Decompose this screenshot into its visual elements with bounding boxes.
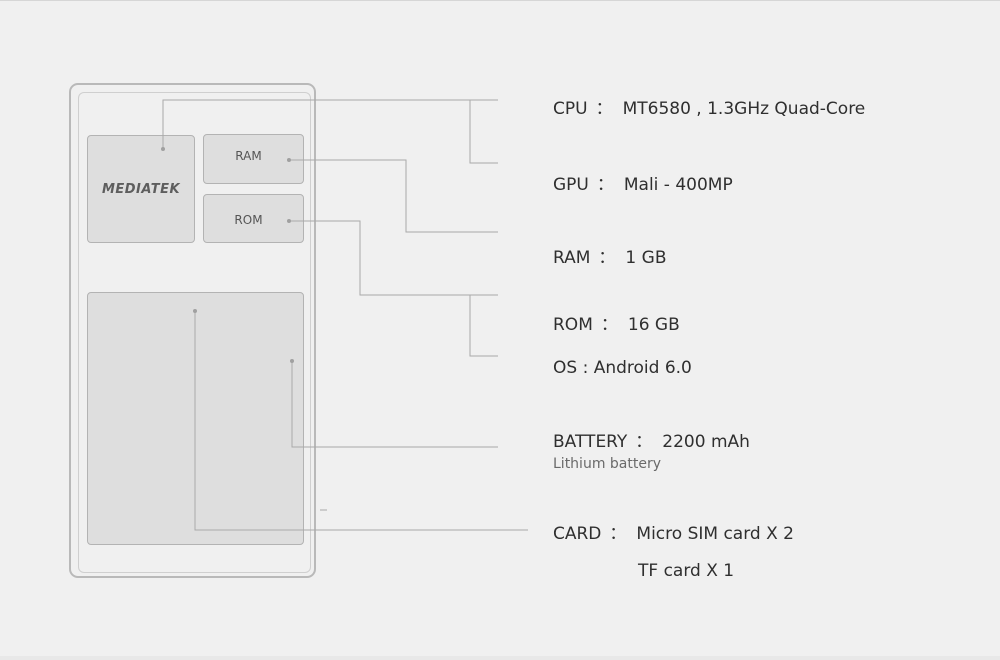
spec-gpu-value: Mali - 400MP — [623, 175, 733, 195]
spec-cpu-label: CPU — [553, 99, 588, 119]
rom-chip: ROM — [203, 194, 304, 243]
spec-ram-label: RAM — [553, 248, 591, 268]
card-connector — [194, 311, 528, 531]
spec-battery-label: BATTERY — [553, 432, 628, 452]
spec-rom-value: 16 GB — [627, 315, 680, 335]
soc-chip: MEDIATEK — [87, 135, 195, 243]
rom-dot — [287, 219, 291, 223]
rom-connector — [290, 220, 498, 296]
spec-os-text: OS : Android 6.0 — [553, 358, 692, 378]
spec-battery-note: Lithium battery — [553, 456, 662, 472]
cpu-dot — [161, 147, 165, 151]
battery-connector — [291, 361, 498, 448]
battery-dot — [290, 359, 294, 363]
spec-cpu: CPU ： MT6580 , 1.3GHz Quad-Core — [553, 94, 865, 119]
card-dot — [193, 309, 197, 313]
ram-chip-label: RAM — [235, 149, 262, 163]
spec-battery-sep: ： — [635, 432, 653, 452]
spec-card: CARD ： Micro SIM card X 2 — [553, 519, 794, 544]
bottom-border — [0, 656, 1000, 660]
spec-card-line2: TF card X 1 — [638, 561, 735, 581]
cpu-connector — [162, 99, 498, 148]
spec-battery: BATTERY ： 2200 mAh — [553, 427, 750, 452]
spec-rom: ROM ： 16 GB — [553, 310, 680, 335]
ram-chip: RAM — [203, 134, 304, 184]
mediatek-logo: MEDIATEK — [101, 181, 181, 197]
spec-rom-sep: ： — [600, 315, 618, 335]
os-connector — [469, 295, 498, 357]
spec-battery-value: 2200 mAh — [662, 432, 750, 452]
spec-cpu-sep: ： — [595, 99, 613, 119]
spec-ram-value: 1 GB — [625, 248, 667, 268]
spec-cpu-value: MT6580 , 1.3GHz Quad-Core — [622, 99, 866, 119]
rom-chip-label: ROM — [234, 212, 263, 227]
spec-card-value: Micro SIM card X 2 — [636, 524, 794, 544]
spec-gpu-label: GPU — [553, 175, 589, 195]
phone-inner-frame — [78, 92, 311, 573]
spec-os: OS : Android 6.0 — [553, 358, 692, 378]
top-border — [0, 0, 1000, 1]
gpu-connector — [469, 100, 498, 164]
ram-dot — [287, 158, 291, 162]
spec-card-label: CARD — [553, 524, 602, 544]
spec-gpu: GPU ： Mali - 400MP — [553, 170, 733, 195]
ram-connector — [290, 159, 498, 233]
spec-rom-label: ROM — [553, 315, 593, 335]
spec-card-sep: ： — [609, 524, 627, 544]
spec-ram-sep: ： — [598, 248, 616, 268]
spec-gpu-sep: ： — [596, 175, 614, 195]
spec-ram: RAM ： 1 GB — [553, 243, 666, 268]
